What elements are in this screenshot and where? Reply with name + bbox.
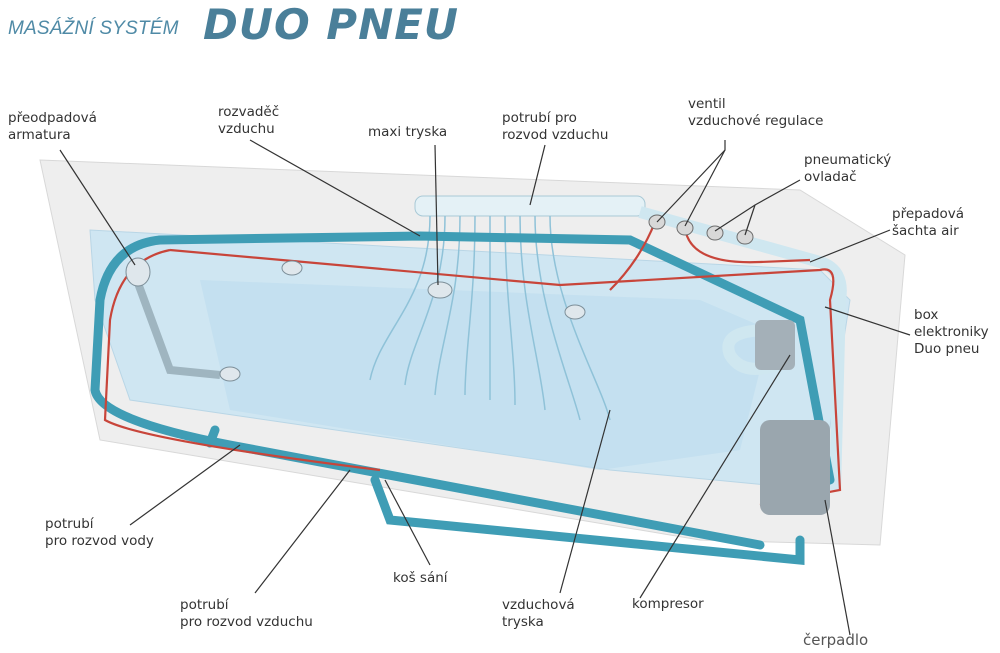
- label-prepadova-sachta: přepadová šachta air: [892, 206, 964, 240]
- label-line: maxi tryska: [368, 124, 448, 140]
- label-line: elektroniky: [914, 324, 989, 340]
- label-pneumaticky-ovladac: pneumatický ovladač: [804, 152, 891, 186]
- label-line: čerpadlo: [803, 631, 869, 649]
- label-line: ovladač: [804, 169, 857, 185]
- label-line: šachta air: [892, 223, 959, 239]
- title-prefix: MASÁŽNÍ SYSTÉM: [8, 18, 179, 39]
- label-line: box: [914, 307, 939, 323]
- label-line: Duo pneu: [914, 341, 980, 357]
- label-line: potrubí pro: [502, 110, 577, 126]
- label-line: přeodpadová: [8, 110, 97, 126]
- label-rozvadec-vzduchu: rozvaděč vzduchu: [218, 104, 279, 138]
- label-line: pro rozvod vody: [45, 533, 154, 549]
- label-preodpadova-armatura: přeodpadová armatura: [8, 110, 97, 144]
- air-manifold: [414, 195, 646, 217]
- label-kos-sani: koš sání: [393, 570, 448, 587]
- label-line: přepadová: [892, 206, 965, 222]
- pump: [760, 420, 830, 515]
- label-line: ventil: [688, 96, 726, 112]
- label-line: kompresor: [632, 596, 704, 612]
- label-line: pneumatický: [804, 152, 892, 168]
- label-kompresor: kompresor: [632, 596, 704, 613]
- label-potrubi-rozvod-vzduchu-top: potrubí pro rozvod vzduchu: [502, 110, 608, 144]
- label-vzduchova-tryska: vzduchová tryska: [502, 597, 575, 631]
- electronics-box: [755, 320, 795, 370]
- label-line: vzduchová: [502, 597, 575, 613]
- label-line: tryska: [502, 614, 544, 630]
- leader-lines: [59, 139, 911, 636]
- tub-floor: [200, 280, 770, 470]
- water-pipes: [90, 231, 835, 565]
- label-line: koš sání: [393, 570, 448, 586]
- label-line: armatura: [8, 127, 71, 143]
- label-cerpadlo: čerpadlo: [803, 632, 868, 649]
- jets: [125, 257, 586, 382]
- label-line: vzduchové regulace: [688, 113, 824, 129]
- label-maxi-tryska: maxi tryska: [368, 124, 447, 141]
- overflow-arm: [131, 273, 221, 379]
- label-box-elektroniky: box elektroniky Duo pneu: [914, 307, 989, 358]
- air-pipe-top: [638, 206, 847, 491]
- label-line: potrubí: [180, 597, 229, 613]
- label-potrubi-rozvod-vzduchu-bottom: potrubí pro rozvod vzduchu: [180, 597, 313, 631]
- label-potrubi-rozvod-vody: potrubí pro rozvod vody: [45, 516, 154, 550]
- label-line: vzduchu: [218, 121, 275, 137]
- air-hoses: [369, 215, 611, 421]
- label-line: rozvod vzduchu: [502, 127, 609, 143]
- title-name: DUO PNEU: [203, 0, 460, 49]
- label-line: rozvaděč: [218, 104, 280, 120]
- label-ventil: ventil vzduchové regulace: [688, 96, 823, 130]
- label-line: pro rozvod vzduchu: [180, 614, 313, 630]
- label-line: potrubí: [45, 516, 94, 532]
